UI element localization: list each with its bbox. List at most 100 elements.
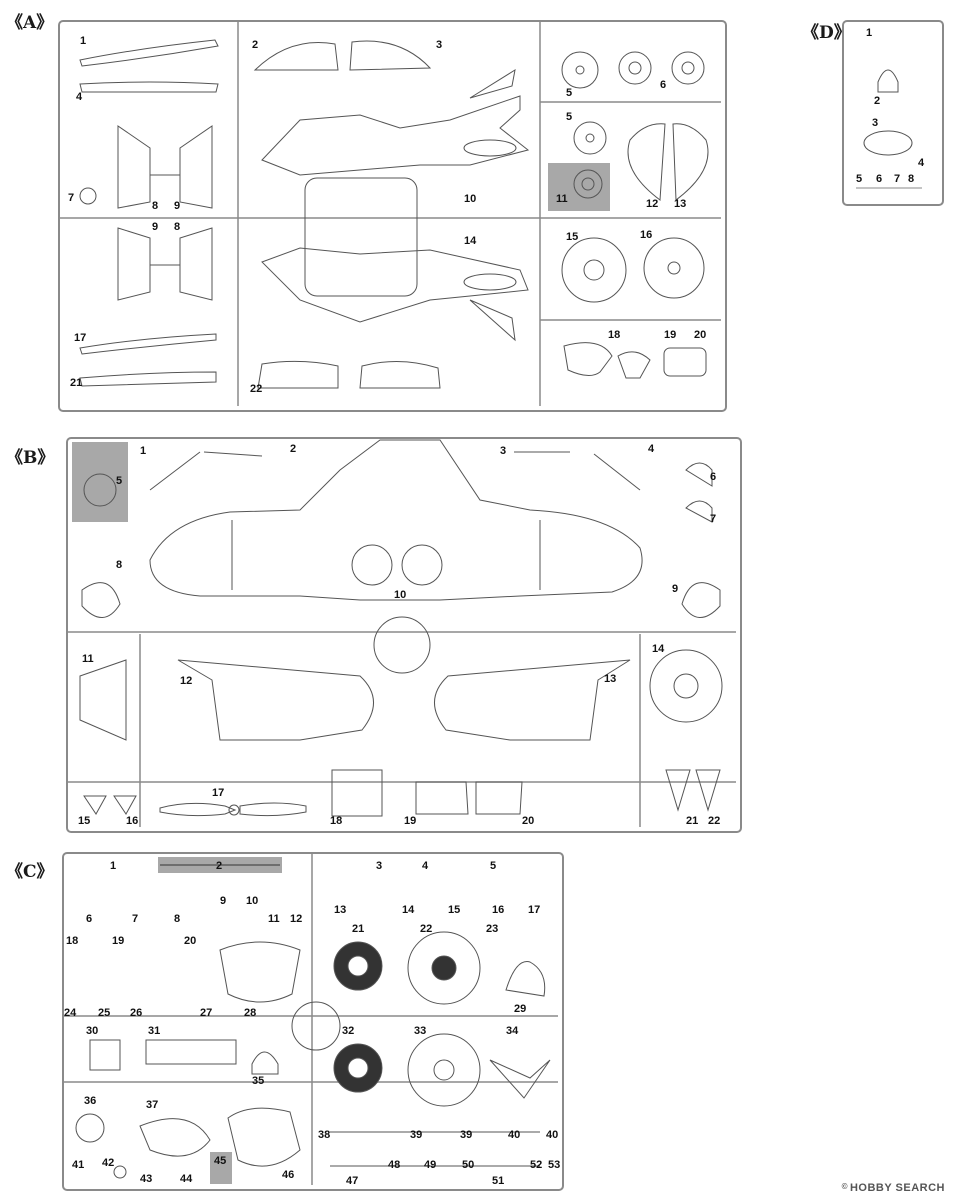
watermark: ©HOBBY SEARCH (842, 1182, 945, 1194)
part-num-c38: 38 (318, 1129, 331, 1141)
part-num-c3: 3 (376, 860, 383, 872)
part-num-a15: 15 (566, 231, 579, 243)
part-num-b14: 14 (652, 643, 665, 655)
part-num-a5b: 5 (566, 111, 573, 123)
part-num-c2: 2 (216, 860, 223, 872)
part-num-c49: 49 (424, 1159, 437, 1171)
part-num-c9: 9 (220, 895, 227, 907)
part-num-c39: 39 (410, 1129, 423, 1141)
part-num-c18: 18 (66, 935, 79, 947)
part-num-b18: 18 (330, 815, 343, 827)
part-num-a11: 11 (556, 193, 568, 205)
part-num-c4: 4 (422, 860, 429, 872)
part-num-c47: 47 (346, 1175, 359, 1187)
part-num-b17: 17 (212, 787, 225, 799)
part-num-c1: 1 (110, 860, 117, 872)
part-num-a14: 14 (464, 235, 477, 247)
watermark-brand: HOBBY SEARCH (849, 1182, 945, 1194)
sprue-b-frame (66, 437, 742, 833)
part-num-c20: 20 (184, 935, 197, 947)
part-num-d8: 8 (908, 173, 915, 185)
part-num-c5: 5 (490, 860, 497, 872)
part-num-c17: 17 (528, 904, 541, 916)
part-num-a6: 6 (660, 79, 667, 91)
part-num-d4: 4 (918, 157, 925, 169)
part-num-c13: 13 (334, 904, 347, 916)
part-num-c12: 12 (290, 913, 303, 925)
part-num-c25: 25 (98, 1007, 111, 1019)
part-num-c39b: 39 (460, 1129, 473, 1141)
part-num-b11: 11 (82, 653, 94, 665)
part-num-d5: 5 (856, 173, 863, 185)
part-num-a4: 4 (76, 91, 83, 103)
part-num-a16: 16 (640, 229, 653, 241)
part-num-c46: 46 (282, 1169, 295, 1181)
part-num-a20: 20 (694, 329, 707, 341)
part-num-a19: 19 (664, 329, 677, 341)
part-num-c52: 52 (530, 1159, 543, 1171)
part-num-b20: 20 (522, 815, 535, 827)
part-num-a7: 7 (68, 192, 75, 204)
part-num-b12: 12 (180, 675, 193, 687)
part-num-c7: 7 (132, 913, 139, 925)
part-num-c15: 15 (448, 904, 461, 916)
sprue-c-label: 《C》 (6, 862, 54, 882)
part-num-c22: 22 (420, 923, 433, 935)
part-num-c8: 8 (174, 913, 181, 925)
part-num-a10: 10 (464, 193, 477, 205)
part-num-a9b: 9 (152, 221, 159, 233)
part-num-c43: 43 (140, 1173, 153, 1185)
part-num-c45: 45 (214, 1155, 227, 1167)
part-num-b2: 2 (290, 443, 297, 455)
part-num-c11: 11 (268, 913, 280, 925)
part-num-b9: 9 (672, 583, 679, 595)
part-num-c41: 41 (72, 1159, 85, 1171)
part-num-a3: 3 (436, 39, 443, 51)
part-num-c51: 51 (492, 1175, 505, 1187)
copyright-mark: © (841, 1182, 848, 1191)
part-num-b8: 8 (116, 559, 123, 571)
part-num-a22: 22 (250, 383, 263, 395)
part-num-c35: 35 (252, 1075, 265, 1087)
sprue-a-label: 《A》 (6, 13, 54, 33)
part-num-b4: 4 (648, 443, 655, 455)
part-num-c36: 36 (84, 1095, 97, 1107)
sprue-c-frame (62, 852, 564, 1191)
part-num-c53: 53 (548, 1159, 561, 1171)
part-num-a8: 8 (152, 200, 159, 212)
part-num-c40b: 40 (546, 1129, 559, 1141)
part-num-a18: 18 (608, 329, 621, 341)
part-num-c48: 48 (388, 1159, 401, 1171)
part-num-c26: 26 (130, 1007, 143, 1019)
part-num-a9: 9 (174, 200, 181, 212)
part-num-b21: 21 (686, 815, 699, 827)
part-num-b10: 10 (394, 589, 407, 601)
part-num-c14: 14 (402, 904, 415, 916)
part-num-a12: 12 (646, 198, 659, 210)
part-num-d2: 2 (874, 95, 881, 107)
part-num-c32: 32 (342, 1025, 355, 1037)
part-num-d7: 7 (894, 173, 901, 185)
sprue-b-label: 《B》 (6, 448, 55, 468)
part-num-b3: 3 (500, 445, 507, 457)
part-num-c16: 16 (492, 904, 505, 916)
part-num-c42: 42 (102, 1157, 115, 1169)
part-num-b7: 7 (710, 513, 717, 525)
sprue-d-label: 《D》 (802, 23, 851, 43)
part-num-c21: 21 (352, 923, 365, 935)
part-num-b13: 13 (604, 673, 617, 685)
part-num-c31: 31 (148, 1025, 161, 1037)
part-num-c34: 34 (506, 1025, 519, 1037)
part-num-b1: 1 (140, 445, 147, 457)
part-num-d6: 6 (876, 173, 883, 185)
part-num-c28: 28 (244, 1007, 257, 1019)
part-num-c29: 29 (514, 1003, 527, 1015)
sprue-d-frame (842, 20, 944, 206)
part-num-c19: 19 (112, 935, 125, 947)
part-num-a8b: 8 (174, 221, 181, 233)
sprue-a-frame (58, 20, 727, 412)
part-num-c33: 33 (414, 1025, 427, 1037)
part-num-a1: 1 (80, 35, 87, 47)
part-num-c6: 6 (86, 913, 93, 925)
